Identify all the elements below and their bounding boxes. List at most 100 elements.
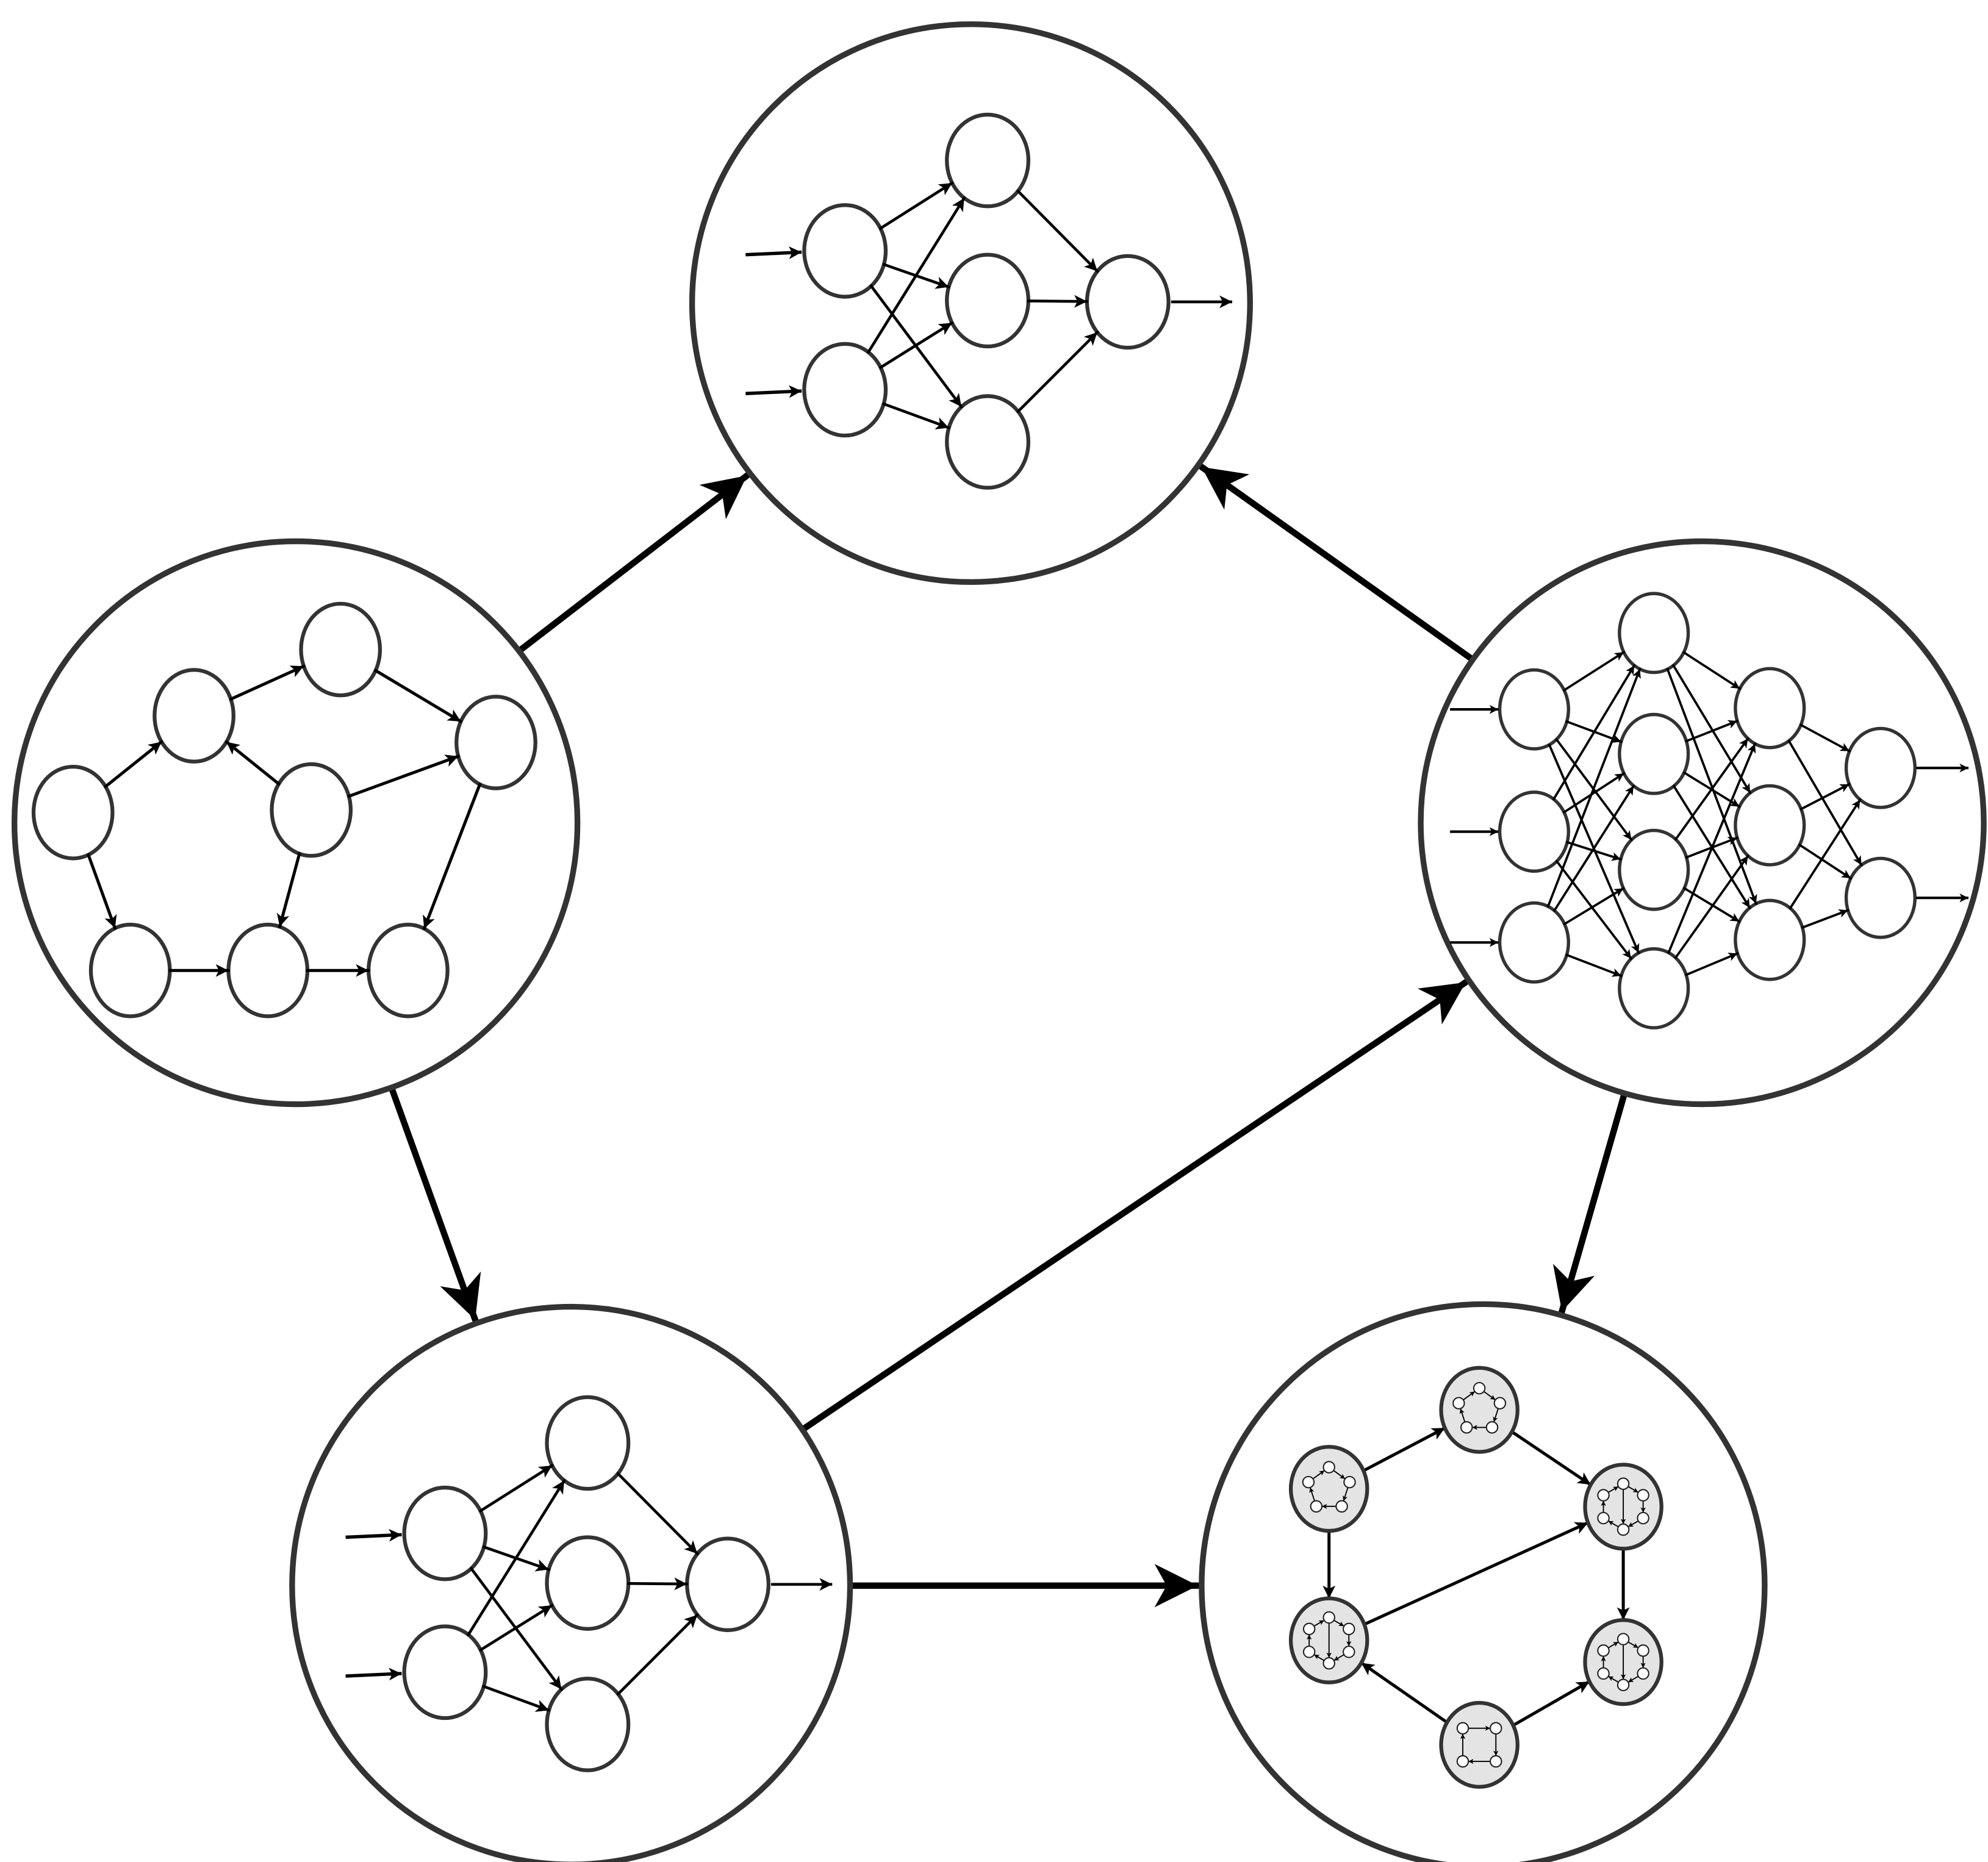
hidden-node [545,1395,631,1491]
connection-arrow [422,782,482,931]
mini-connection [1627,1520,1639,1528]
mini-node [1597,1644,1610,1657]
cluster-contents [1288,1366,1663,1789]
mini-node [1456,1755,1469,1768]
input-node [802,342,888,438]
mini-node [1322,1657,1335,1670]
cluster-contents [1450,592,1968,1029]
module-link [1510,1430,1593,1486]
cluster-link-recurrent-left-to-feedforward-small-bottom [388,1084,481,1323]
input-node [1498,901,1571,984]
cluster-link-feedforward-small-bottom-to-deep-network-right [799,979,1469,1433]
mini-node [1310,1500,1323,1513]
connection-arrow [347,754,460,798]
hidden-node [945,112,1031,209]
hidden-node [945,394,1031,490]
mini-connection [1607,1520,1620,1528]
connection-arrow [467,1479,566,1636]
network-node [153,668,235,764]
connection-arrow [1546,668,1642,908]
connection-arrow [1685,720,1739,743]
mini-connection [1343,1486,1349,1502]
connection-arrow [879,181,954,230]
cluster-recurrent-left [11,538,581,1108]
connection-arrow [1563,651,1625,692]
module-node [1439,1700,1520,1789]
mini-node [1597,1511,1610,1525]
mini-node [1617,1477,1630,1491]
mini-node [1597,1667,1610,1680]
mini-node [1343,1622,1355,1636]
mini-node [1490,1722,1502,1735]
clusters [11,21,1987,1862]
cluster-contents [745,112,1233,490]
hidden-node [1618,592,1690,675]
hidden-node [1734,898,1806,981]
cluster-link-deep-network-right-to-modular-bottom-right [1552,1090,1628,1315]
connection-arrow [276,852,301,929]
module-link [1363,1521,1590,1626]
network-node [270,762,353,858]
input-node [1498,668,1571,751]
cluster-deep-network-right [1418,538,1987,1108]
connection-arrow [1800,782,1851,811]
connection-arrow [479,1464,554,1513]
module-node [1439,1366,1520,1454]
input-arrow [345,1528,402,1542]
mini-connection [1462,1391,1476,1401]
connection-arrow [882,402,950,429]
input-node [402,1485,488,1581]
mini-connection [1333,1619,1345,1627]
connection-arrow [867,196,966,354]
connection-arrow [1672,664,1752,794]
mini-connection [1493,1408,1499,1423]
connection-arrow [1674,737,1749,841]
mini-connection [1607,1641,1620,1649]
connection-arrow [104,740,163,789]
connection-arrow [617,1613,699,1695]
mini-node [1302,1475,1315,1489]
mini-connection [1333,1470,1346,1480]
mini-node [1456,1722,1469,1735]
mini-node [1322,1461,1335,1473]
cluster-link-recurrent-left-to-feedforward-small-top [515,472,750,654]
module-link [1512,1680,1591,1727]
mini-node [1617,1523,1630,1536]
mini-connection [1333,1654,1345,1661]
cluster-link-deep-network-right-to-feedforward-small-top [1198,464,1476,663]
connection-arrow [1674,854,1749,959]
hidden-node [545,1677,631,1772]
cluster-boundary [1199,1301,1768,1862]
network-node [88,922,172,1019]
connection-arrow [1556,860,1632,960]
connection-arrow [1016,190,1099,273]
connection-arrow [1667,742,1756,954]
cluster-feedforward-small-top [689,21,1253,585]
network-node [31,764,115,861]
hidden-node [1618,947,1690,1029]
mini-connection [1483,1391,1496,1401]
network-node [299,601,382,698]
mini-node [1302,1622,1316,1636]
hidden-node [1618,712,1690,795]
mini-node [1322,1611,1335,1624]
connection-arrow [479,1603,554,1652]
connection-arrow [1800,723,1851,753]
input-arrow [745,385,802,398]
connection-arrow [1552,664,1636,801]
connection-arrow [87,853,117,930]
input-node [1498,790,1571,873]
cluster-feedforward-small-bottom [289,1303,853,1862]
connection-arrow [1789,798,1862,909]
mini-node [1302,1645,1316,1658]
mini-node [1490,1755,1502,1768]
mini-connection [1607,1675,1620,1683]
hidden-node [945,252,1031,349]
connection-arrow [1801,909,1850,929]
mini-connection [1313,1619,1325,1627]
mini-node [1335,1500,1348,1513]
connection-arrow [1563,887,1625,925]
mini-node [1637,1511,1649,1525]
